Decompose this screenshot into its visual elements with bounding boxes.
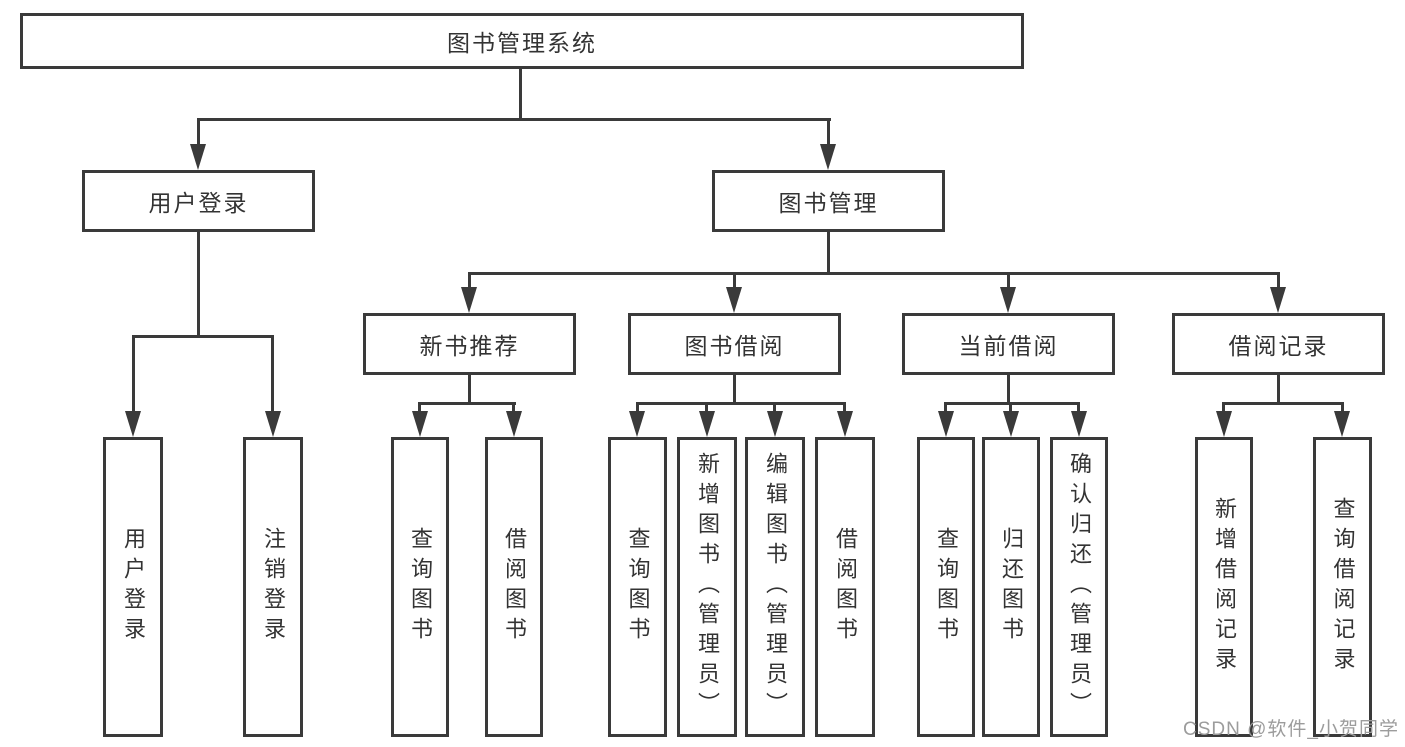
arrow-down-icon xyxy=(837,411,853,437)
arrow-down-icon xyxy=(1000,287,1016,313)
arrow-down-icon xyxy=(820,144,836,170)
connector-line xyxy=(197,232,200,337)
connector-line xyxy=(468,272,1279,275)
connector-line xyxy=(418,402,421,413)
leaf-edit-books-admin: 编辑图书（管理员） xyxy=(745,437,805,737)
node-borrowing-records: 借阅记录 xyxy=(1172,313,1385,375)
leaf-return-books: 归还图书 xyxy=(982,437,1040,737)
leaf-borrow-books-borrowing: 借阅图书 xyxy=(815,437,875,737)
connector-line xyxy=(944,402,1080,405)
leaf-borrow-books-recommend: 借阅图书 xyxy=(485,437,543,737)
connector-line xyxy=(132,335,274,338)
leaf-query-books-current: 查询图书 xyxy=(917,437,975,737)
arrow-down-icon xyxy=(629,411,645,437)
arrow-down-icon xyxy=(1216,411,1232,437)
arrow-down-icon xyxy=(1270,287,1286,313)
arrow-down-icon xyxy=(506,411,522,437)
connector-line xyxy=(519,67,522,120)
arrow-down-icon xyxy=(412,411,428,437)
node-user-login: 用户登录 xyxy=(82,170,315,232)
connector-line xyxy=(468,375,471,405)
node-library-management-system: 图书管理系统 xyxy=(20,13,1024,69)
connector-line xyxy=(1007,375,1010,405)
leaf-query-borrow-record: 查询借阅记录 xyxy=(1313,437,1372,737)
connector-line xyxy=(733,375,736,405)
arrow-down-icon xyxy=(767,411,783,437)
connector-line xyxy=(944,402,947,413)
leaf-user-login: 用户登录 xyxy=(103,437,163,737)
node-book-management: 图书管理 xyxy=(712,170,945,232)
node-book-borrowing: 图书借阅 xyxy=(628,313,841,375)
arrow-down-icon xyxy=(265,411,281,437)
connector-line xyxy=(271,335,274,413)
connector-line xyxy=(733,272,736,289)
connector-line xyxy=(197,118,200,148)
leaf-query-books-recommend: 查询图书 xyxy=(391,437,449,737)
leaf-query-books-borrowing: 查询图书 xyxy=(608,437,667,737)
arrow-down-icon xyxy=(1071,411,1087,437)
connector-line xyxy=(1007,272,1010,289)
leaf-add-books-admin: 新增图书（管理员） xyxy=(677,437,737,737)
connector-line xyxy=(1077,402,1080,413)
node-new-book-recommendation: 新书推荐 xyxy=(363,313,576,375)
connector-line xyxy=(418,402,516,405)
node-current-borrowing: 当前借阅 xyxy=(902,313,1115,375)
arrow-down-icon xyxy=(190,144,206,170)
connector-line xyxy=(1277,375,1280,405)
watermark: CSDN @软件_小贺同学 xyxy=(1183,719,1399,740)
connector-line xyxy=(636,402,639,413)
connector-line xyxy=(1277,272,1280,289)
arrow-down-icon xyxy=(726,287,742,313)
connector-line xyxy=(1223,402,1343,405)
connector-line xyxy=(1341,402,1344,413)
arrow-down-icon xyxy=(461,287,477,313)
leaf-confirm-return-admin: 确认归还（管理员） xyxy=(1050,437,1108,737)
arrow-down-icon xyxy=(699,411,715,437)
connector-line xyxy=(636,402,845,405)
connector-line xyxy=(773,402,776,413)
arrow-down-icon xyxy=(1003,411,1019,437)
connector-line xyxy=(827,232,830,274)
connector-line xyxy=(843,402,846,413)
arrow-down-icon xyxy=(938,411,954,437)
connector-line xyxy=(1222,402,1225,413)
connector-line xyxy=(468,272,471,289)
arrow-down-icon xyxy=(125,411,141,437)
connector-line xyxy=(132,335,135,413)
arrow-down-icon xyxy=(1334,411,1350,437)
connector-line xyxy=(827,118,830,148)
connector-line xyxy=(512,402,515,413)
connector-line xyxy=(1009,402,1012,413)
connector-line xyxy=(197,118,831,121)
connector-line xyxy=(705,402,708,413)
leaf-add-borrow-record: 新增借阅记录 xyxy=(1195,437,1253,737)
leaf-logout: 注销登录 xyxy=(243,437,303,737)
